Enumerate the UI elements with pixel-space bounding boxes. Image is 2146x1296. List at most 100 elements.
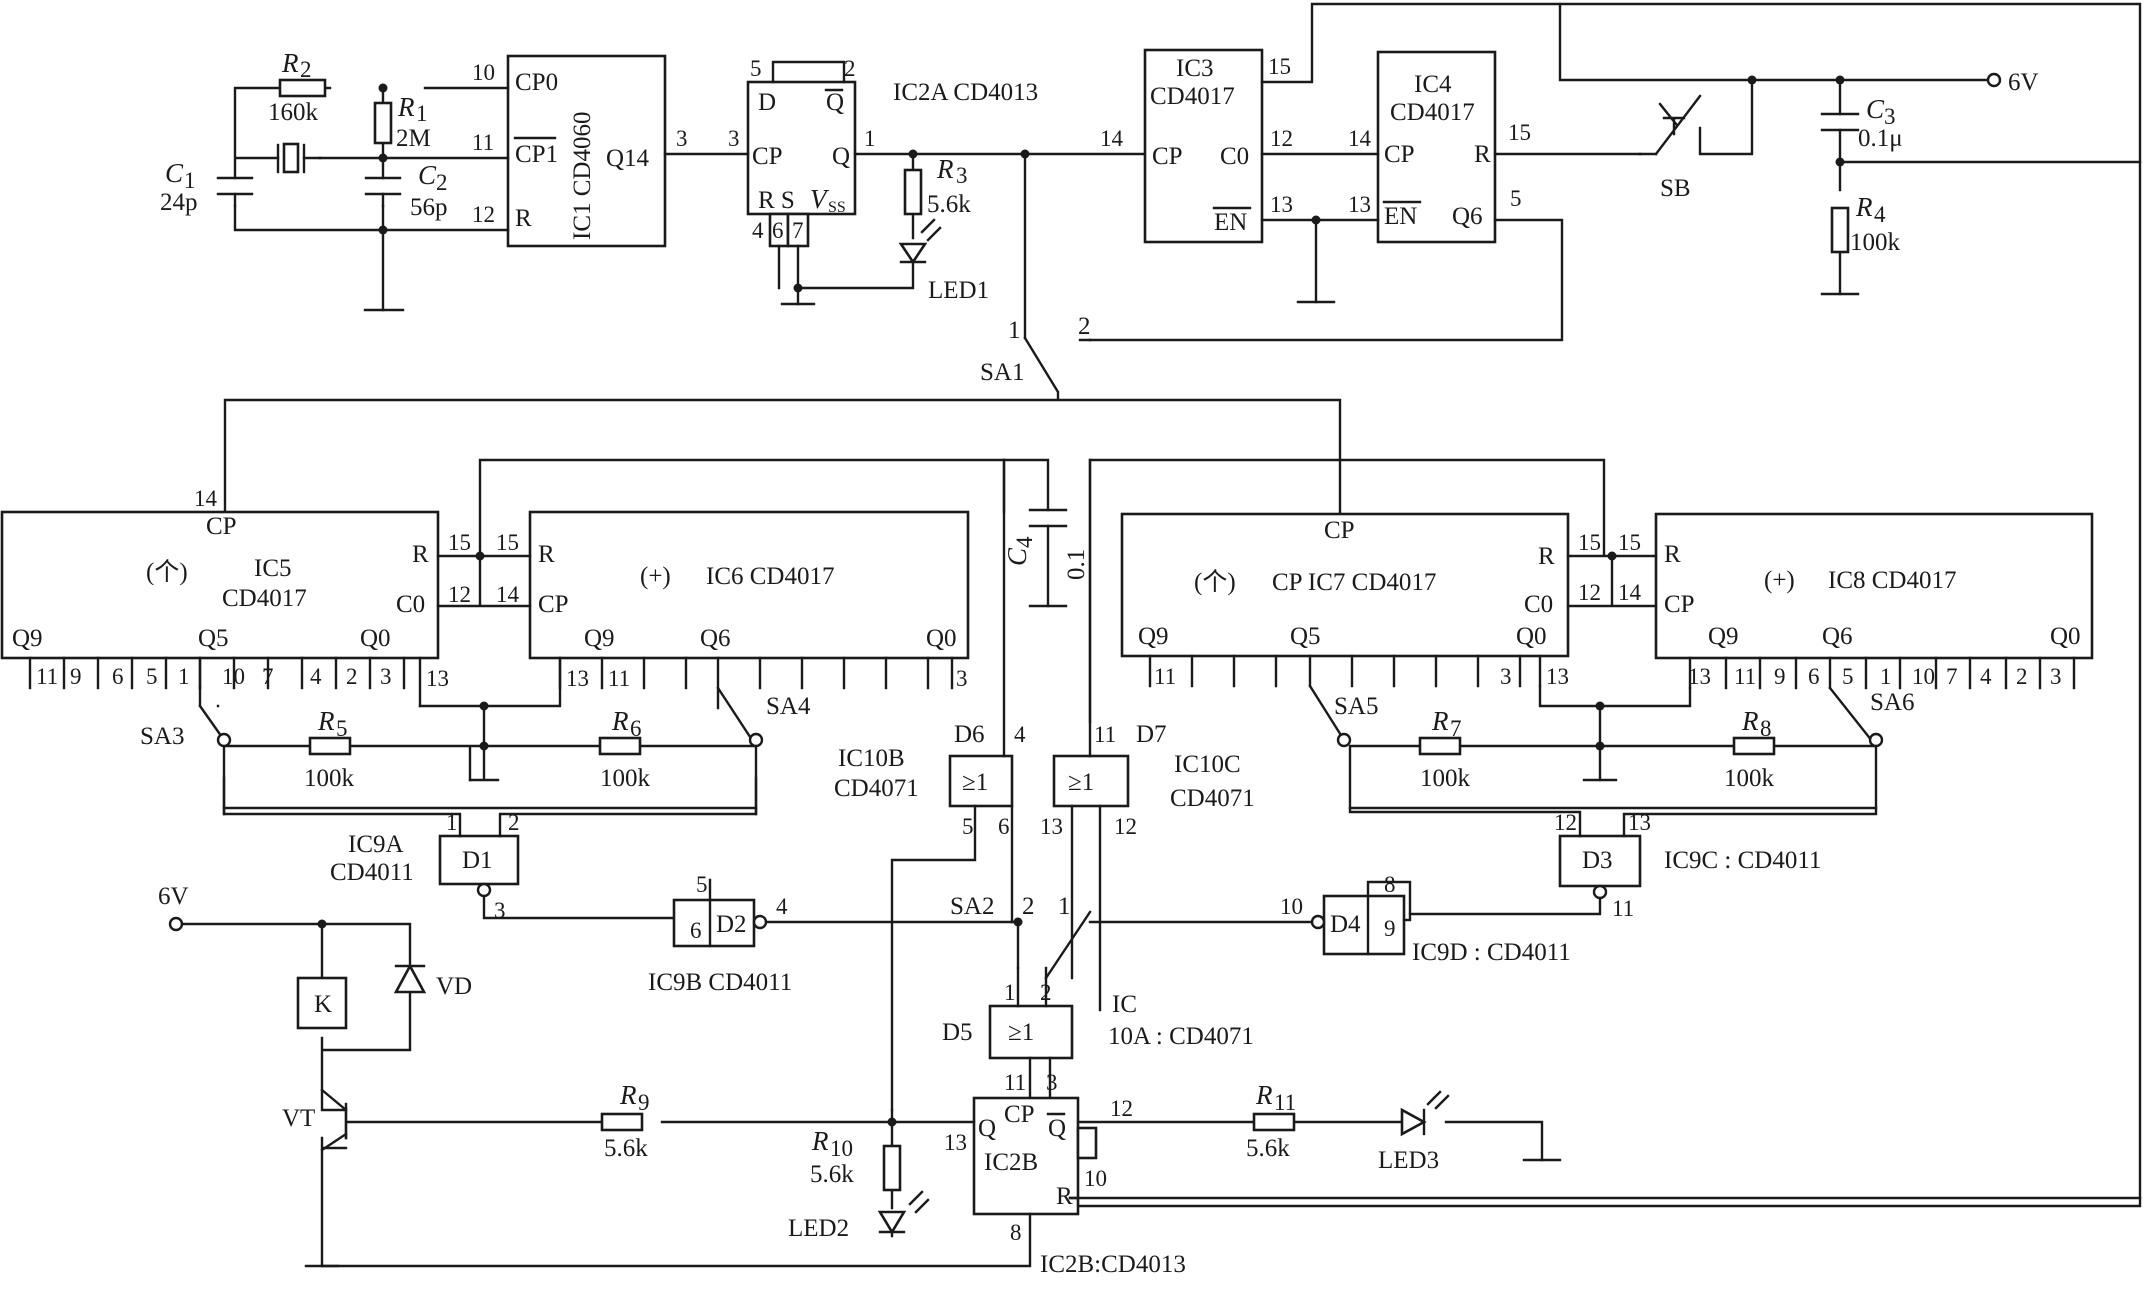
r2-value: 160k: [268, 99, 319, 126]
ic5-pin14: 14: [194, 486, 218, 511]
ic7-name: CP IC7 CD4017: [1272, 569, 1436, 596]
relay-k-label: K: [314, 991, 332, 1018]
d1-ic: IC9A: [348, 831, 404, 858]
d6-gate: [948, 754, 1014, 808]
vt-transistor-icon: [320, 1088, 348, 1152]
ic5-name: IC5: [254, 555, 292, 582]
ic8-q9-label: Q9: [1708, 623, 1739, 650]
ic7-q9-label: Q9: [1138, 623, 1169, 650]
ic4-r-label: R: [1474, 141, 1491, 168]
driver-wiring: [180, 922, 1544, 1268]
ladder-right: SA5 SA6 R 7 100k R 8 100k: [1308, 684, 1914, 810]
ic4-en-label: EN: [1384, 203, 1417, 230]
ic8-pin-label: 2: [2016, 664, 2028, 689]
ic5-pin12: 12: [448, 582, 471, 607]
sa5-label: SA5: [1334, 693, 1378, 720]
led2-rays: [908, 1190, 930, 1214]
ic2a-pin6: 6: [772, 218, 784, 243]
ic1-pin12: 12: [472, 202, 495, 227]
c1-sub: 1: [184, 168, 196, 193]
ic4-pin13: 13: [1348, 192, 1371, 217]
ic1-cp0-label: CP0: [515, 69, 558, 96]
r4-resistor: [1830, 206, 1850, 254]
sa4-contact: [748, 732, 764, 748]
d7-pin11: 11: [1094, 722, 1116, 747]
ic8-pin-label: 9: [1774, 664, 1786, 689]
ic5-pin-row: 11 9 6 5 1 10 7 4 2 3: [28, 656, 406, 690]
r9-resistor: [600, 1112, 644, 1132]
sa3-contact: [216, 732, 232, 748]
ic6-r-label: R: [538, 541, 555, 568]
d1-pin3: 3: [494, 898, 506, 923]
ic6-q9-label: Q9: [584, 625, 615, 652]
ic2b-q-label: Q: [978, 1115, 996, 1142]
r7-name: R: [1431, 706, 1449, 736]
ic5-co-label: C0: [396, 591, 425, 618]
d6-label: D6: [954, 721, 985, 748]
r8-value: 100k: [1724, 765, 1775, 792]
ic1-chip: [506, 54, 667, 248]
led1-label: LED1: [928, 277, 989, 304]
r10-resistor: [882, 1144, 902, 1192]
d1-pin1: 1: [446, 810, 458, 835]
ic3-name: IC3: [1176, 55, 1214, 82]
ic5-pin-label: 3: [380, 664, 392, 689]
r3-value: 5.6k: [927, 191, 971, 218]
sa2-pin2: 2: [1022, 893, 1035, 920]
c4-value: 0.1: [1063, 549, 1090, 580]
r3-resistor: [903, 168, 923, 216]
led3-rays: [1426, 1090, 1450, 1110]
r1-value: 2M: [396, 125, 431, 152]
d4-label: D4: [1330, 911, 1361, 938]
led3-icon: [1400, 1107, 1427, 1137]
vd-label: VD: [436, 973, 472, 1000]
ic4-q6-label: Q6: [1452, 203, 1483, 230]
ic8-q0-label: Q0: [2050, 623, 2081, 650]
r10-value: 5.6k: [810, 1161, 854, 1188]
ic3-part: CD4017: [1150, 83, 1235, 110]
ic3-cp-label: CP: [1152, 143, 1183, 170]
r1-resistor: [373, 101, 393, 145]
ic5-pin-label: 5: [146, 664, 158, 689]
ic1-cp1-label: CP1: [515, 141, 558, 168]
ic6-q0-label: Q0: [926, 625, 957, 652]
junction: [479, 741, 489, 751]
r4-sub: 4: [1874, 202, 1886, 227]
ic5-pin-label: 10: [222, 664, 245, 689]
c4-sub: 4: [1012, 536, 1037, 548]
ic5-pin-label: 6: [112, 664, 124, 689]
ic2a-pin5: 5: [750, 56, 762, 81]
r7-value: 100k: [1420, 765, 1471, 792]
d7-pin13: 13: [1040, 814, 1063, 839]
r5-resistor: [308, 736, 352, 756]
ic4-name: IC4: [1414, 71, 1452, 98]
ic2b-name: IC2B: [984, 1149, 1038, 1176]
junction: [1835, 157, 1845, 167]
ic6-pin3: 3: [956, 666, 968, 691]
r5-value: 100k: [304, 765, 355, 792]
r10-name: R: [811, 1126, 829, 1156]
ic7-q0-label: Q0: [1516, 623, 1547, 650]
junction: [1020, 149, 1030, 159]
c2-value: 56p: [410, 194, 448, 221]
d2-ic: IC9B CD4011: [648, 969, 792, 996]
ic5-pin15: 15: [448, 530, 471, 555]
ic1-q14-label: Q14: [606, 145, 650, 172]
output-section: CP Q Q IC2B R 11 3 13 12 9 10 8 IC2B:CD4…: [158, 883, 2142, 1278]
ic5-mark: (个): [146, 559, 188, 586]
d6-ic: IC10B: [838, 745, 905, 772]
ic5-q5-label: Q5: [198, 625, 229, 652]
ic2a-pin7: 7: [792, 218, 804, 243]
d1-feed: [222, 776, 758, 816]
ic8-pin-row: 13 11 9 6 5 1 10 7 4 2 3: [1688, 656, 2076, 690]
ladder-left: SA3 SA4 R 5 100k R 6 100k: [140, 686, 811, 810]
ic5-r-label: R: [412, 541, 429, 568]
ic8-pin-stubs: [1688, 656, 2076, 690]
d2-pin5: 5: [696, 872, 708, 897]
ic7-r-label: R: [1538, 543, 1555, 570]
led2-label: LED2: [788, 1215, 849, 1242]
ic7-ic8-section: CP R C0 (个) CP IC7 CD4017 Q9 Q5 Q0 15 12…: [1088, 458, 2094, 782]
ic1-pin3: 3: [676, 126, 688, 151]
ic5-q9-label: Q9: [12, 625, 43, 652]
d6-pin6: 6: [998, 814, 1010, 839]
